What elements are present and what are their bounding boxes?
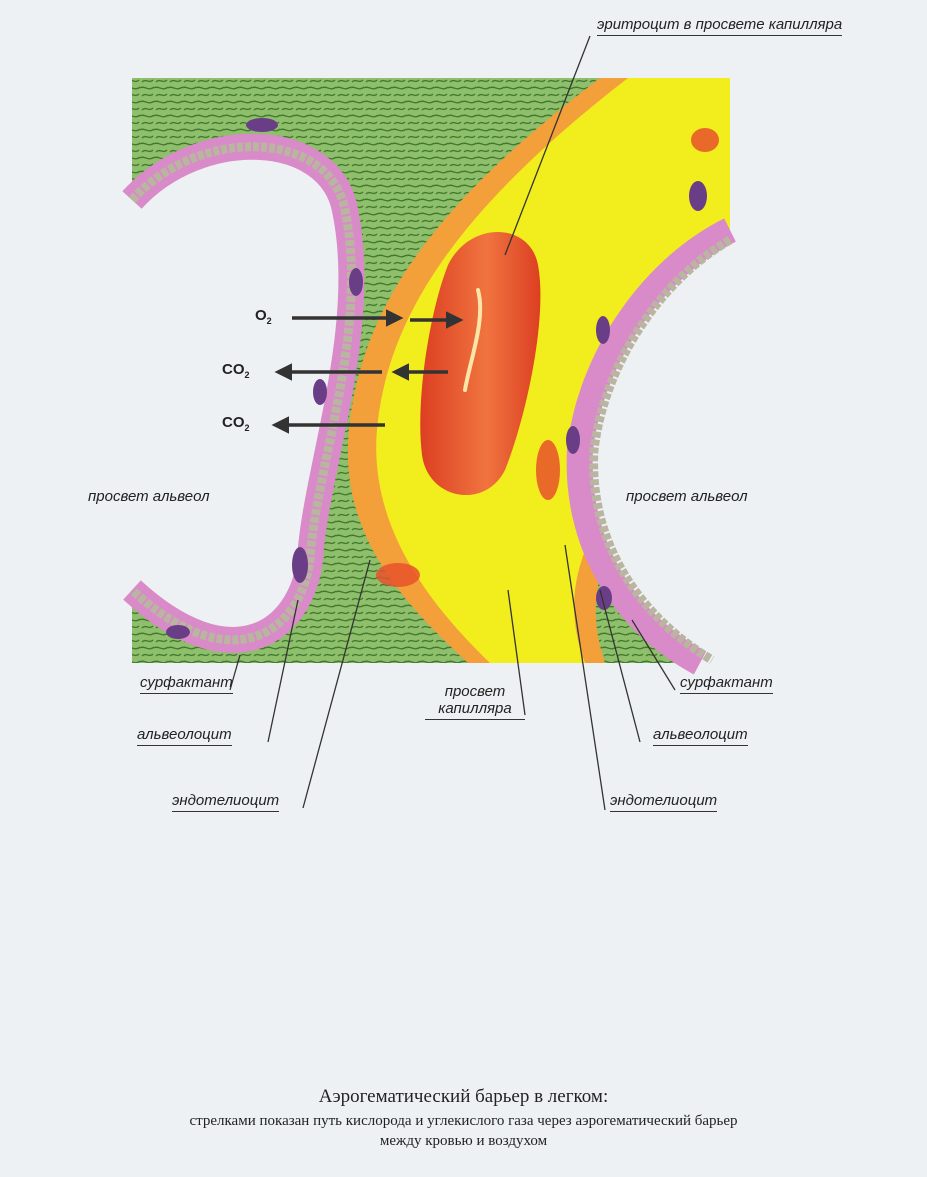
label-o2-base: O (255, 307, 267, 324)
label-co2-a-sub: 2 (244, 370, 250, 380)
label-alveolus-left: просвет альвеол (88, 488, 210, 505)
label-erythrocyte: эритроцит в просвете капилляра (597, 16, 843, 36)
surfactant-right-leader (631, 619, 676, 691)
caption-title: Аэрогематический барьер в легком: (318, 1086, 609, 1107)
capillary-lumen-leader (507, 589, 526, 716)
label-alveolus-right: просвет альвеол (626, 488, 748, 505)
label-co2-a: CO2 (222, 361, 250, 380)
erythrocyte-leader (504, 35, 591, 256)
label-co2-b: CO2 (222, 414, 250, 433)
label-o2: O2 (255, 307, 272, 326)
gas-arrows (271, 309, 464, 434)
surfactant-right (589, 236, 733, 664)
label-alveolocyte-right: альвеолоцит (653, 726, 748, 746)
label-capillary-lumen-line2: капилляра (438, 700, 512, 717)
alveolocyte-right-leader (599, 589, 641, 743)
alveolocyte-right (566, 218, 736, 675)
alveolus-left (132, 78, 352, 640)
label-capillary-lumen: просвет капилляра (425, 683, 525, 720)
endotheliocyte-right-leader (564, 544, 606, 811)
surfactant-left-leader (229, 654, 241, 691)
alveolocyte-nuclei-left (166, 118, 363, 639)
label-co2-a-base: CO (222, 361, 245, 378)
caption-line1: стрелками показан путь кислорода и углек… (189, 1113, 738, 1129)
label-capillary-lumen-line1: просвет (444, 683, 506, 700)
alveolus-right (579, 230, 927, 663)
label-o2-sub: 2 (266, 316, 272, 326)
caption-line2: между кровью и воздухом (379, 1133, 548, 1149)
label-co2-b-base: CO (222, 414, 245, 431)
label-surfactant-left: сурфактант (140, 674, 233, 694)
endotheliocyte-nuclei (376, 128, 719, 587)
capillary-lumen (376, 78, 730, 663)
alveolocyte-nuclei-right (566, 181, 707, 610)
label-endotheliocyte-right: эндотелиоцит (610, 792, 718, 812)
label-alveolocyte-left: альвеолоцит (137, 726, 232, 746)
label-surfactant-right: сурфактант (680, 674, 773, 694)
alveolocyte-left-leader (267, 599, 299, 743)
erythrocyte-highlight (463, 288, 483, 392)
erythrocyte (420, 231, 541, 496)
label-co2-b-sub: 2 (244, 423, 250, 433)
leader-lines (229, 35, 676, 811)
endotheliocyte-left-leader (302, 559, 371, 809)
surfactant-left (128, 142, 356, 645)
label-endotheliocyte-left: эндотелиоцит (172, 792, 280, 812)
